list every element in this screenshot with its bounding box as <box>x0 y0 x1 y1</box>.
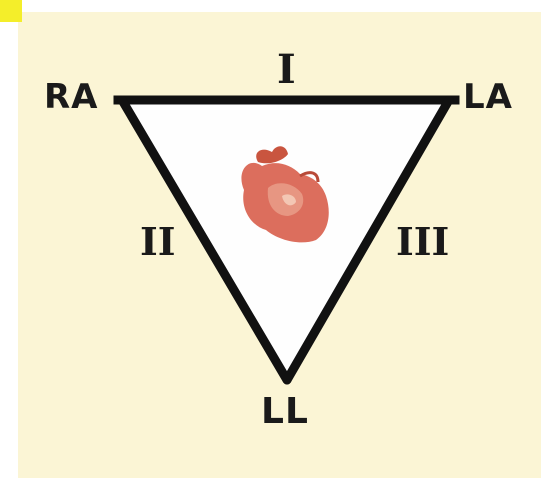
node-label-ra: RA <box>44 80 99 114</box>
node-label-ll: LL <box>261 394 309 430</box>
node-label-la: LA <box>463 80 513 114</box>
lead-label-i: I <box>277 50 296 90</box>
lead-label-ii: II <box>140 223 176 261</box>
lead-label-iii: III <box>396 223 449 261</box>
